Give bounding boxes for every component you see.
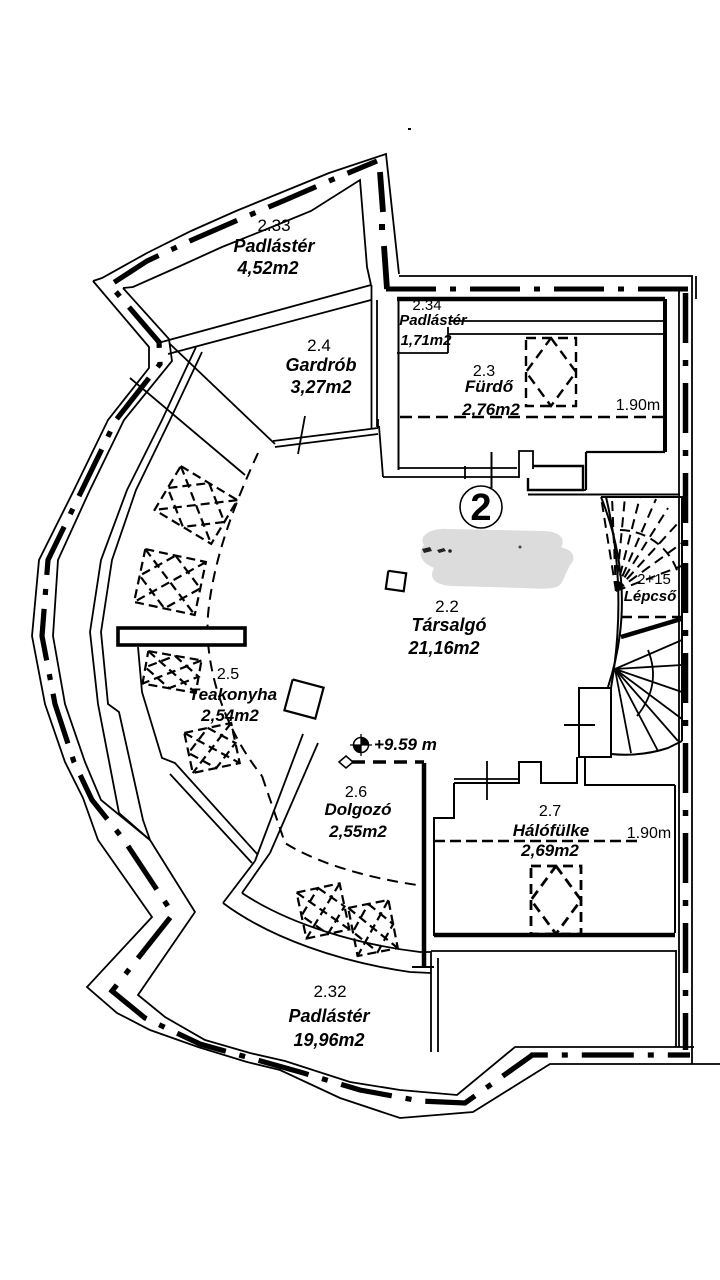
svg-text:2,54m2: 2,54m2 — [200, 706, 259, 725]
svg-text:2.34: 2.34 — [412, 297, 441, 314]
svg-text:Társalgó: Társalgó — [411, 615, 486, 635]
svg-text:2.3: 2.3 — [473, 363, 495, 380]
svg-text:2: 2 — [470, 487, 491, 529]
svg-text:19,96m2: 19,96m2 — [293, 1030, 364, 1050]
svg-text:2+15: 2+15 — [637, 571, 671, 588]
svg-text:+9.59 m: +9.59 m — [374, 735, 437, 754]
svg-text:Fürdő: Fürdő — [465, 377, 514, 396]
svg-text:3,27m2: 3,27m2 — [290, 377, 351, 397]
svg-text:Hálófülke: Hálófülke — [513, 821, 590, 840]
svg-text:2.2: 2.2 — [435, 597, 459, 616]
svg-text:Gardrób: Gardrób — [285, 355, 356, 375]
svg-text:Teakonyha: Teakonyha — [189, 685, 277, 704]
svg-text:2,55m2: 2,55m2 — [328, 822, 387, 841]
svg-text:2.5: 2.5 — [217, 666, 239, 683]
svg-text:2.33: 2.33 — [257, 216, 290, 235]
svg-text:21,16m2: 21,16m2 — [407, 638, 479, 658]
svg-text:1,71m2: 1,71m2 — [401, 332, 453, 349]
svg-text:1.90m: 1.90m — [627, 825, 671, 842]
svg-text:2.32: 2.32 — [313, 982, 346, 1001]
svg-text:Padlástér: Padlástér — [288, 1006, 370, 1026]
svg-text:2.6: 2.6 — [345, 784, 367, 801]
svg-text:1.90m: 1.90m — [616, 397, 660, 414]
svg-text:2.7: 2.7 — [539, 803, 561, 820]
svg-text:Padlástér: Padlástér — [399, 312, 468, 329]
svg-text:Lépcső: Lépcső — [624, 588, 677, 605]
svg-text:4,52m2: 4,52m2 — [236, 258, 298, 278]
svg-text:2.4: 2.4 — [307, 336, 331, 355]
svg-text:Dolgozó: Dolgozó — [324, 800, 391, 819]
svg-text:2,76m2: 2,76m2 — [461, 400, 520, 419]
svg-text:2,69m2: 2,69m2 — [520, 841, 579, 860]
svg-text:Padlástér: Padlástér — [233, 236, 315, 256]
